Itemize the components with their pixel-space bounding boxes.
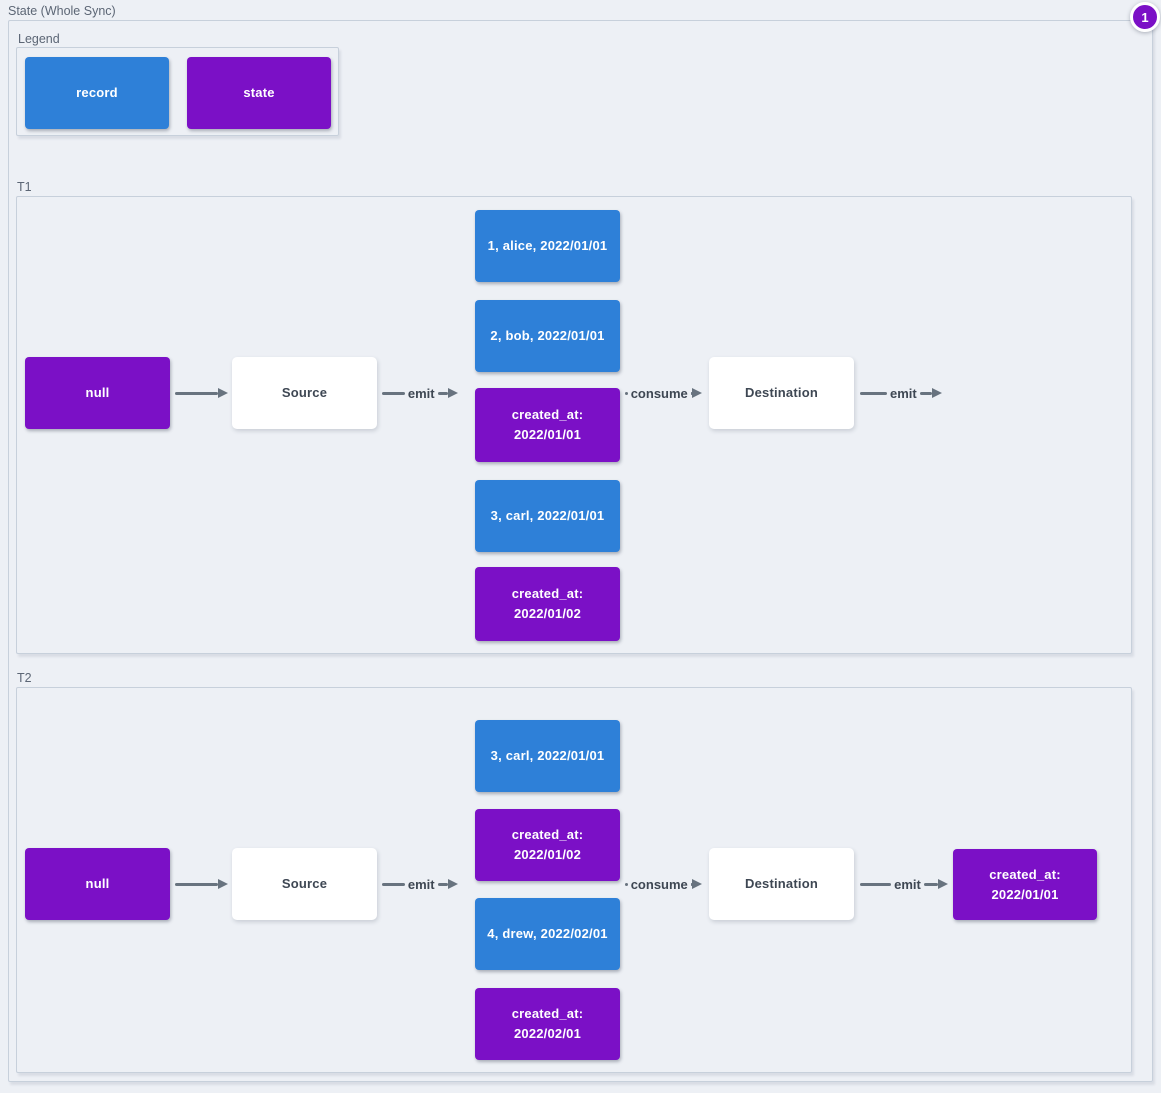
t2-state-node: created_at: 2022/01/02: [475, 809, 620, 881]
t2-null-node: null: [25, 848, 170, 920]
arrow-line: [437, 882, 448, 886]
t2-emit-arrow: emit: [382, 875, 458, 893]
t1-null-to-source-arrow: [175, 384, 228, 402]
arrow-head-icon: [218, 388, 228, 398]
arrow-line: [690, 882, 692, 886]
arrow-head-icon: [938, 879, 948, 889]
t2-null-label: null: [85, 876, 110, 891]
arrow-line: [690, 391, 692, 395]
t1-emit-out-label: emit: [890, 385, 917, 401]
section-t1-box: [16, 196, 1132, 654]
t2-source-node: Source: [232, 848, 377, 920]
annotation-badge[interactable]: 1: [1130, 2, 1160, 32]
outer-container-box: [8, 20, 1153, 1082]
arrow-head-icon: [692, 388, 702, 398]
arrow-line: [919, 391, 932, 395]
t1-consume-arrow: consume: [625, 384, 702, 402]
section-t2-box: [16, 687, 1132, 1073]
arrow-line: [382, 391, 405, 395]
arrow-line: [625, 391, 628, 395]
state-label-line1: created_at:: [511, 827, 584, 842]
arrow-line: [382, 882, 405, 886]
state-label-line2: 2022/02/01: [513, 1026, 582, 1041]
t1-state-node: created_at: 2022/01/02: [475, 567, 620, 641]
t2-consume-arrow: consume: [625, 875, 702, 893]
t1-null-label: null: [85, 385, 110, 400]
state-label-line1: created_at:: [511, 586, 584, 601]
legend-record-node: record: [25, 57, 169, 129]
arrow-line: [923, 882, 938, 886]
record-label: 3, carl, 2022/01/01: [490, 508, 605, 523]
t1-consume-label: consume: [630, 385, 688, 401]
t2-emit-out-label: emit: [894, 876, 921, 892]
t2-destination-label: Destination: [745, 876, 818, 891]
legend-state-label: state: [243, 85, 275, 100]
arrow-line: [860, 882, 892, 886]
state-label-line2: 2022/01/01: [513, 427, 582, 442]
arrow-line: [860, 391, 887, 395]
t2-record-node: 4, drew, 2022/02/01: [475, 898, 620, 970]
arrow-line: [175, 882, 218, 886]
diagram-title: State (Whole Sync): [8, 4, 116, 18]
t2-record-node: 3, carl, 2022/01/01: [475, 720, 620, 792]
t1-source-node: Source: [232, 357, 377, 429]
t1-record-node: 1, alice, 2022/01/01: [475, 210, 620, 282]
state-label-line2: 2022/01/02: [513, 606, 582, 621]
t2-emit-label: emit: [407, 876, 435, 892]
t1-source-label: Source: [281, 385, 328, 400]
state-label-line1: created_at:: [511, 407, 584, 422]
t1-record-node: 2, bob, 2022/01/01: [475, 300, 620, 372]
arrow-line: [625, 882, 628, 886]
t2-source-label: Source: [281, 876, 328, 891]
record-label: 3, carl, 2022/01/01: [490, 748, 605, 763]
arrow-head-icon: [932, 388, 942, 398]
arrow-head-icon: [448, 879, 458, 889]
legend-state-node: state: [187, 57, 331, 129]
record-label: 2, bob, 2022/01/01: [490, 328, 605, 343]
t2-consume-label: consume: [630, 876, 688, 892]
t2-null-to-source-arrow: [175, 875, 228, 893]
section-t1-title: T1: [17, 180, 32, 194]
t2-state-node: created_at: 2022/02/01: [475, 988, 620, 1060]
legend-box: [16, 47, 339, 136]
state-label-line2: 2022/01/02: [513, 847, 582, 862]
record-label: 1, alice, 2022/01/01: [487, 238, 608, 253]
arrow-head-icon: [692, 879, 702, 889]
t1-emit-out-arrow: emit: [860, 384, 942, 402]
legend-title: Legend: [18, 32, 60, 46]
annotation-badge-number: 1: [1141, 9, 1149, 25]
t1-emit-label: emit: [407, 385, 435, 401]
state-label-line1: created_at:: [511, 1006, 584, 1021]
arrow-head-icon: [218, 879, 228, 889]
arrow-head-icon: [448, 388, 458, 398]
t2-output-state-node: created_at: 2022/01/01: [953, 849, 1097, 920]
t1-record-node: 3, carl, 2022/01/01: [475, 480, 620, 552]
state-label-line1: created_at:: [989, 866, 1061, 882]
t2-destination-node: Destination: [709, 848, 854, 920]
t1-destination-node: Destination: [709, 357, 854, 429]
arrow-line: [175, 391, 218, 395]
t2-emit-out-arrow: emit: [860, 875, 948, 893]
t1-destination-label: Destination: [745, 385, 818, 400]
arrow-line: [437, 391, 448, 395]
t1-null-node: null: [25, 357, 170, 429]
legend-record-label: record: [76, 85, 118, 100]
t1-state-node: created_at: 2022/01/01: [475, 388, 620, 462]
state-label-line2: 2022/01/01: [991, 886, 1059, 902]
record-label: 4, drew, 2022/02/01: [487, 926, 608, 941]
t1-emit-arrow: emit: [382, 384, 458, 402]
section-t2-title: T2: [17, 671, 32, 685]
